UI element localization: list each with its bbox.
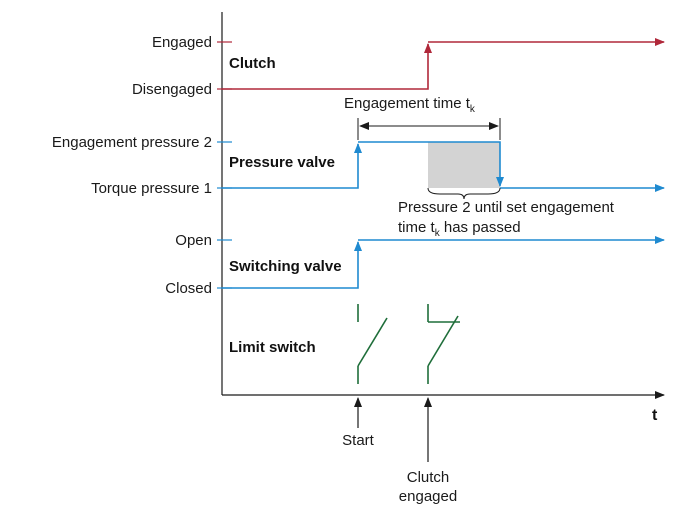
clutch-engaged-label-line2: engaged bbox=[399, 488, 457, 505]
pressure-hold-region bbox=[428, 142, 500, 188]
pressure-hold-brace bbox=[427, 187, 501, 200]
time-axis-label: t bbox=[652, 407, 658, 424]
level-label-disengaged: Disengaged bbox=[132, 81, 212, 98]
pressure-note-time-text: time t bbox=[398, 219, 436, 236]
engagement-time-text: Engagement time t bbox=[344, 95, 471, 112]
switching-signal-rise bbox=[222, 241, 362, 289]
signal-label-limit-switch: Limit switch bbox=[229, 339, 316, 356]
level-label-engagement-pressure-2: Engagement pressure 2 bbox=[52, 134, 212, 151]
level-label-open: Open bbox=[175, 232, 212, 249]
signal-label-clutch: Clutch bbox=[229, 55, 276, 72]
level-label-engaged: Engaged bbox=[152, 34, 212, 51]
signal-label-pressure-valve: Pressure valve bbox=[229, 154, 335, 171]
start-event-label: Start bbox=[342, 432, 375, 449]
level-label-torque-pressure-1: Torque pressure 1 bbox=[91, 180, 212, 197]
signal-label-switching-valve: Switching valve bbox=[229, 258, 342, 275]
level-label-closed: Closed bbox=[165, 280, 212, 297]
pressure-signal-rise bbox=[222, 143, 362, 189]
pressure-signal-drop bbox=[358, 141, 504, 187]
pressure-note-line1: Pressure 2 until set engagement bbox=[398, 199, 615, 216]
limit-switch-engaged-symbol bbox=[427, 304, 460, 384]
pressure-note-rest: has passed bbox=[440, 219, 521, 236]
engagement-time-subscript: k bbox=[470, 104, 476, 115]
clutch-engaged-label-line1: Clutch bbox=[407, 469, 450, 486]
pressure-note-subscript: k bbox=[435, 228, 441, 239]
limit-switch-start-symbol bbox=[357, 304, 388, 384]
engagement-time-label: Engagement time tk bbox=[344, 95, 476, 115]
pressure-note-line2: time tk has passed bbox=[398, 219, 521, 239]
clutch-signal-low bbox=[222, 43, 432, 90]
